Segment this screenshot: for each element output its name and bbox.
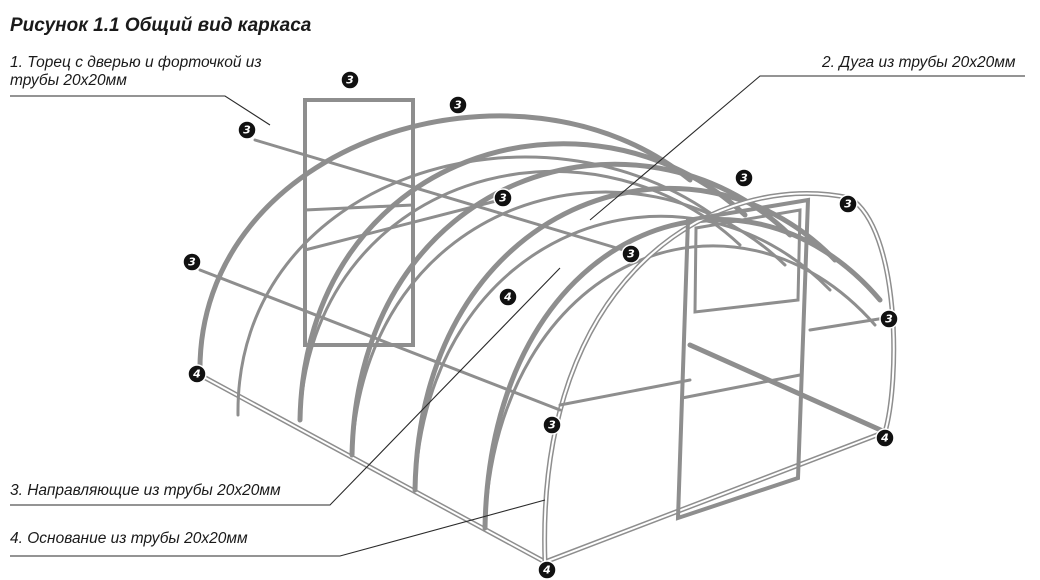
arcs bbox=[197, 113, 897, 565]
svg-text:3: 3 bbox=[243, 124, 251, 137]
svg-text:4: 4 bbox=[542, 564, 551, 577]
label-end-wall: 1. Торец с дверью и форточкой из трубы 2… bbox=[10, 54, 262, 89]
front-door-frame bbox=[675, 197, 811, 521]
badge-3: 3 bbox=[734, 168, 754, 188]
label-arc: 2. Дуга из трубы 20х20мм bbox=[822, 54, 1016, 71]
label-base: 4. Основание из трубы 20х20мм bbox=[10, 530, 248, 547]
back-door-frame bbox=[303, 98, 415, 347]
badge-3: 3 bbox=[542, 415, 562, 435]
svg-text:3: 3 bbox=[454, 99, 462, 112]
badge-3: 3 bbox=[182, 252, 202, 272]
svg-text:3: 3 bbox=[499, 192, 507, 205]
svg-text:4: 4 bbox=[192, 368, 201, 381]
guides bbox=[198, 138, 887, 412]
svg-text:3: 3 bbox=[740, 172, 748, 185]
svg-text:4: 4 bbox=[503, 291, 512, 304]
badge-4: 4 bbox=[875, 428, 895, 448]
badge-4: 4 bbox=[537, 560, 557, 580]
badge-3: 3 bbox=[493, 188, 513, 208]
badge-3: 3 bbox=[340, 70, 360, 90]
svg-text:3: 3 bbox=[885, 313, 893, 326]
svg-text:3: 3 bbox=[346, 74, 354, 87]
figure-title: Рисунок 1.1 Общий вид каркаса bbox=[10, 15, 312, 36]
badge-3: 3 bbox=[879, 309, 899, 329]
svg-text:3: 3 bbox=[188, 256, 196, 269]
badge-3: 3 bbox=[621, 244, 641, 264]
svg-text:3: 3 bbox=[627, 248, 635, 261]
badge-4: 4 bbox=[187, 364, 207, 384]
badge-4: 4 bbox=[498, 287, 518, 307]
badge-3: 3 bbox=[838, 194, 858, 214]
svg-text:3: 3 bbox=[548, 419, 556, 432]
leader-lines bbox=[10, 75, 1025, 557]
badge-3: 3 bbox=[448, 95, 468, 115]
badge-3: 3 bbox=[237, 120, 257, 140]
svg-text:3: 3 bbox=[844, 198, 852, 211]
number-badges: 3 3 3 3 3 3 3 3 3 3 4 4 4 4 bbox=[182, 70, 899, 580]
label-guides: 3. Направляющие из трубы 20х20мм bbox=[10, 482, 281, 499]
svg-text:4: 4 bbox=[880, 432, 889, 445]
